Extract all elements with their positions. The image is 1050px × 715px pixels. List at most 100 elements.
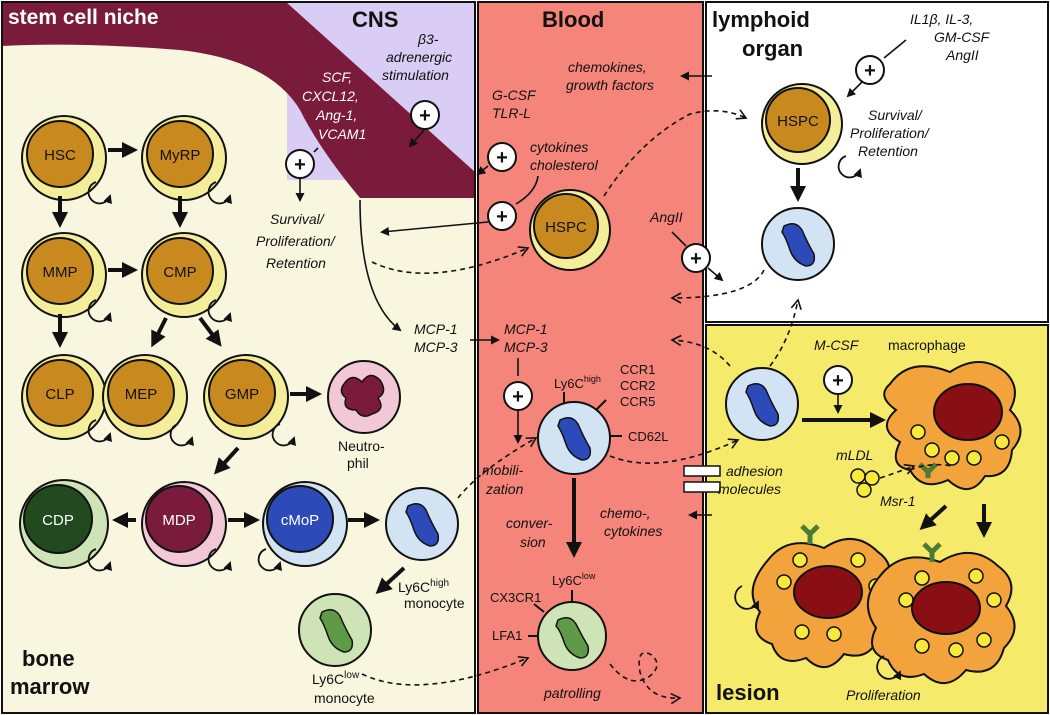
lymphoid-title-1: lymphoid (712, 7, 810, 32)
survival-bm-2: Proliferation/ (256, 233, 337, 249)
plus-gcsf: + (487, 142, 517, 172)
cmp-label: CMP (163, 264, 196, 281)
niche-factor-2: CXCL12, (302, 88, 359, 104)
mcsf: M-CSF (814, 337, 860, 353)
mmp-label: MMP (43, 264, 78, 281)
mdp-label: MDP (162, 512, 195, 529)
mep-label: MEP (125, 386, 158, 403)
survival-l-1: Survival/ (868, 107, 924, 123)
survival-bm-3: Retention (266, 255, 326, 271)
chemokines-1: chemokines, (568, 59, 647, 75)
plus-angii: + (681, 243, 711, 273)
plus-il: + (855, 55, 885, 85)
chemo-1: chemo-, (600, 505, 651, 521)
patrolling: patrolling (543, 685, 601, 701)
hsc-label: HSC (44, 147, 76, 164)
monocyte-bm-low-label: monocyte (314, 690, 375, 706)
macrophage-label: macrophage (888, 337, 966, 353)
macrophage-1 (883, 361, 1022, 490)
bone-title-1: bone (22, 646, 75, 671)
ly6c-low-blood-label: Ly6Clow (552, 571, 596, 588)
stem-cell-niche-title: stem cell niche (8, 6, 159, 29)
ccr1: CCR1 (620, 362, 655, 377)
cmop-label: cMoP (281, 512, 319, 529)
cell-mep: MEP (102, 354, 188, 440)
adhesion-marker-top (683, 465, 721, 477)
cell-ly6c-high-monocyte-bm (385, 487, 459, 561)
plus-cyto: + (487, 201, 517, 231)
cell-clp: CLP (21, 354, 107, 440)
cell-ly6c-low-blood (528, 590, 607, 671)
lfa1: LFA1 (492, 628, 522, 643)
cell-monocyte-lesion (725, 367, 799, 441)
chemo-2: cytokines (604, 523, 662, 539)
ly6c-high-blood-label: Ly6Chigh (554, 374, 601, 391)
svg-text:+: + (496, 147, 508, 169)
cdp-label: CDP (42, 512, 74, 529)
cell-cmop: cMoP (262, 481, 348, 567)
svg-text:+: + (864, 60, 876, 82)
niche-factor-4: VCAM1 (318, 126, 366, 142)
dashed-migration-arrows (361, 109, 953, 705)
proliferation-label: Proliferation (846, 687, 921, 703)
gcsf-2: TLR-L (492, 105, 531, 121)
neutrophil-label-1: Neutro- (338, 438, 385, 454)
self-renew-arrows (87, 181, 296, 572)
ccr2: CCR2 (620, 378, 655, 393)
cell-hsc: HSC (21, 115, 107, 201)
cell-mdp: MDP (141, 481, 227, 567)
bone-title-2: marrow (10, 674, 90, 699)
ly6c-high-bm-label: Ly6Chigh (398, 578, 449, 595)
cytokines-2: cholesterol (530, 157, 599, 173)
cytokines-1: cytokines (530, 139, 588, 155)
hspc-blood-label: HSPC (545, 219, 587, 236)
mobilization-1: mobili- (482, 462, 524, 478)
conversion-1: conver- (506, 515, 553, 531)
plus-cns: + (410, 100, 440, 130)
il-3: AngII (945, 47, 979, 63)
cell-hspc-lymph: HSPC (761, 83, 843, 165)
stem-cell-niche-shape (2, 2, 475, 198)
cell-mmp: MMP (21, 232, 107, 318)
gcsf-1: G-CSF (492, 87, 537, 103)
blood-panel (477, 1, 704, 714)
msr1: Msr-1 (880, 493, 916, 509)
cell-monocyte-lymph (761, 207, 835, 281)
ccr5: CCR5 (620, 394, 655, 409)
mldl-particles (850, 468, 880, 498)
chemokines-2: growth factors (566, 77, 654, 93)
mcp-bl-2: MCP-3 (504, 339, 548, 355)
niche-factor-3: Ang-1, (315, 107, 357, 123)
mcp-bm-2: MCP-3 (414, 339, 458, 355)
beta3-1: β3- (417, 31, 439, 47)
il-1: IL1β, IL-3, (910, 11, 973, 27)
mldl: mLDL (836, 447, 873, 463)
svg-text:+: + (419, 105, 431, 127)
cell-gmp: GMP (203, 354, 289, 440)
macrophage-arrows (919, 504, 992, 538)
monocyte-bm-label: monocyte (404, 595, 465, 611)
svg-text:+: + (512, 386, 524, 408)
mcp-bl-1: MCP-1 (504, 321, 548, 337)
plus-niche: + (285, 149, 315, 179)
plus-mcsf: + (823, 365, 853, 395)
clp-label: CLP (45, 386, 74, 403)
il-2: GM-CSF (934, 29, 991, 45)
survival-l-2: Proliferation/ (850, 125, 931, 141)
adhesion-1: adhesion (726, 463, 783, 479)
niche-factor-1: SCF, (322, 69, 352, 85)
cx3cr1: CX3CR1 (490, 590, 541, 605)
cell-ly6c-low-monocyte-bm (298, 593, 372, 667)
beta3-3: stimulation (382, 67, 449, 83)
cell-cdp: CDP (19, 479, 109, 569)
svg-text:+: + (832, 370, 844, 392)
neutrophil-label-2: phil (347, 455, 369, 471)
lesion-title: lesion (716, 680, 780, 705)
mcp-bm-1: MCP-1 (414, 321, 458, 337)
angii-label: AngII (649, 209, 683, 225)
cns-title: CNS (352, 7, 398, 32)
cd62l: CD62L (628, 429, 668, 444)
adhesion-marker-bottom (683, 481, 721, 493)
